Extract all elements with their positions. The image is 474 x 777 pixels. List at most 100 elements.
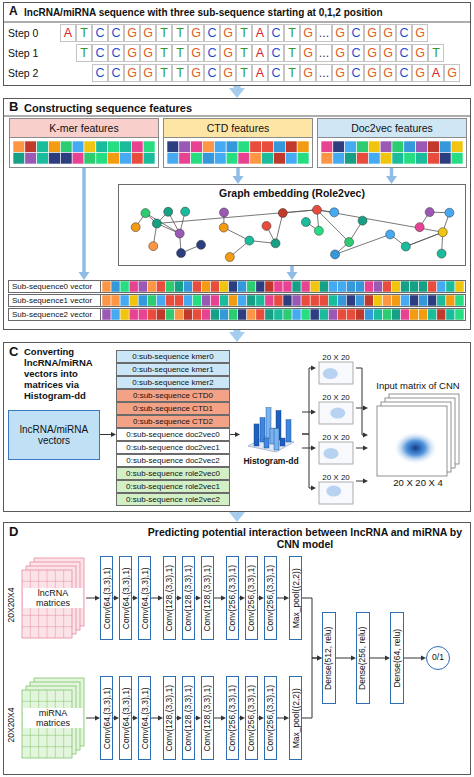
graph-vertex [415,223,424,232]
feature-title: K-mer features [10,119,158,138]
feature-row: 0:sub-sequence kmer2 [116,376,230,389]
layer-box: Conv(128,(3,3),1) [182,676,195,760]
connector-arrow [239,718,241,719]
vector-cell [156,309,165,320]
box-label: 20 X 20 [322,473,350,482]
text-holder: Predicting potential interaction between… [144,526,466,550]
vector-cell [383,281,392,292]
grid-line [22,735,72,736]
grid-line [22,626,72,627]
matrix-blob [330,408,345,419]
connector-arrow [277,718,285,719]
vector-cell [174,295,183,306]
vector-cell [193,281,202,292]
connector-arrow [390,168,394,177]
base-cell: G [300,64,316,82]
feature-cell [357,141,369,153]
base-cell: C [348,44,364,62]
vector-cell [220,309,229,320]
vector-cell [310,295,319,306]
base-cell: G [412,44,428,62]
connector-arrow [214,718,222,719]
base-cell: G [364,64,380,82]
grid-line [22,615,72,616]
vector-cell [374,281,383,292]
feature-cell [297,153,309,165]
step-label: Step 2 [8,67,38,79]
vector-box: lncRNA/miRNA vectors [8,410,100,460]
feature-cell [333,153,345,165]
panel-letter: D [9,525,23,540]
vector-cell [319,281,328,292]
connector-arrow [151,718,159,719]
layer-label: Max_pool((2,2)) [291,568,300,628]
base-cell: C [268,24,284,42]
graph-vertex [262,221,271,230]
feature-cell [321,153,333,165]
layer-box: Conv(256,(3,3),1) [264,676,277,760]
feature-cell [191,141,203,153]
box-label: 0:sub-sequence doc2vec2 [126,456,219,465]
histogram-bar [280,438,285,446]
vector-cell [301,295,310,306]
feature-row: 0:sub-sequence CTD0 [116,389,230,402]
feature-cell [428,141,440,153]
base-cell: C [268,44,284,62]
graph-vertex [314,226,323,235]
panel-heading: Constructing sequence features [24,102,324,115]
matrix-blob [324,448,339,459]
layer-box: Conv(64,(3,3),1) [100,556,113,640]
feature-cell [368,141,380,153]
feature-cell [167,141,179,153]
layer-box: Conv(256,(3,3),1) [264,556,277,640]
base-cell: C [396,24,412,42]
vector-cell [183,309,192,320]
vector-cell [437,281,446,292]
feature-cell [131,141,143,153]
feature-row: 0:sub-sequence kmer0 [116,350,230,363]
feature-cell [131,153,143,165]
vector-cell [410,309,419,320]
base-cell: T [428,44,444,62]
layer-label: Conv(128,(3,3),1) [184,565,193,632]
vector-cell [419,295,428,306]
feature-cell [72,153,84,165]
box-label: 20 X 20 [322,353,350,362]
feature-box: K-mer features [9,118,159,168]
base-cell: T [236,44,252,62]
layer-label: Conv(256,(3,3),1) [228,685,237,752]
base-cell: A [60,24,76,42]
box-label: 0:sub-sequence role2vec2 [126,495,220,504]
layer-box: Conv(256,(3,3),1) [245,556,258,640]
vector-cell [220,295,229,306]
vector-cell [274,295,283,306]
layer-box: Conv(128,(3,3),1) [201,676,214,760]
vector-cell [229,281,238,292]
connector-arrow [258,718,260,719]
vector-cell [292,281,301,292]
base-cell: T [172,64,188,82]
feature-cell [297,141,309,153]
feature-cell [72,141,84,153]
layer-label: Conv(256,(3,3),1) [247,565,256,632]
text-holder: C [9,345,23,360]
vector-cell [392,295,401,306]
graph-link [335,234,390,254]
flow-arrow [234,512,241,513]
text-holder: ATCCGGTTGCGTACTG...GCGGCG [60,24,428,42]
base-cell: G [188,64,204,82]
base-cell: C [92,44,108,62]
vector-cell [355,295,364,306]
layer-label: Conv(256,(3,3),1) [228,565,237,632]
graph-vertex [181,207,190,216]
base-cell: T [76,44,92,62]
graph-vertex [386,230,395,239]
base-cell: G [140,24,156,42]
matrix-stack: lncRNA matrices [20,556,86,640]
layer-box: Conv(256,(3,3),1) [226,556,239,640]
layer-box: Conv(128,(3,3),1) [201,556,214,640]
feature-cell [49,153,61,165]
text-holder: lncRNA/miRNA sequence with three sub-seq… [24,7,468,19]
feature-cell [120,141,132,153]
layer-label: Conv(128,(3,3),1) [165,565,174,632]
